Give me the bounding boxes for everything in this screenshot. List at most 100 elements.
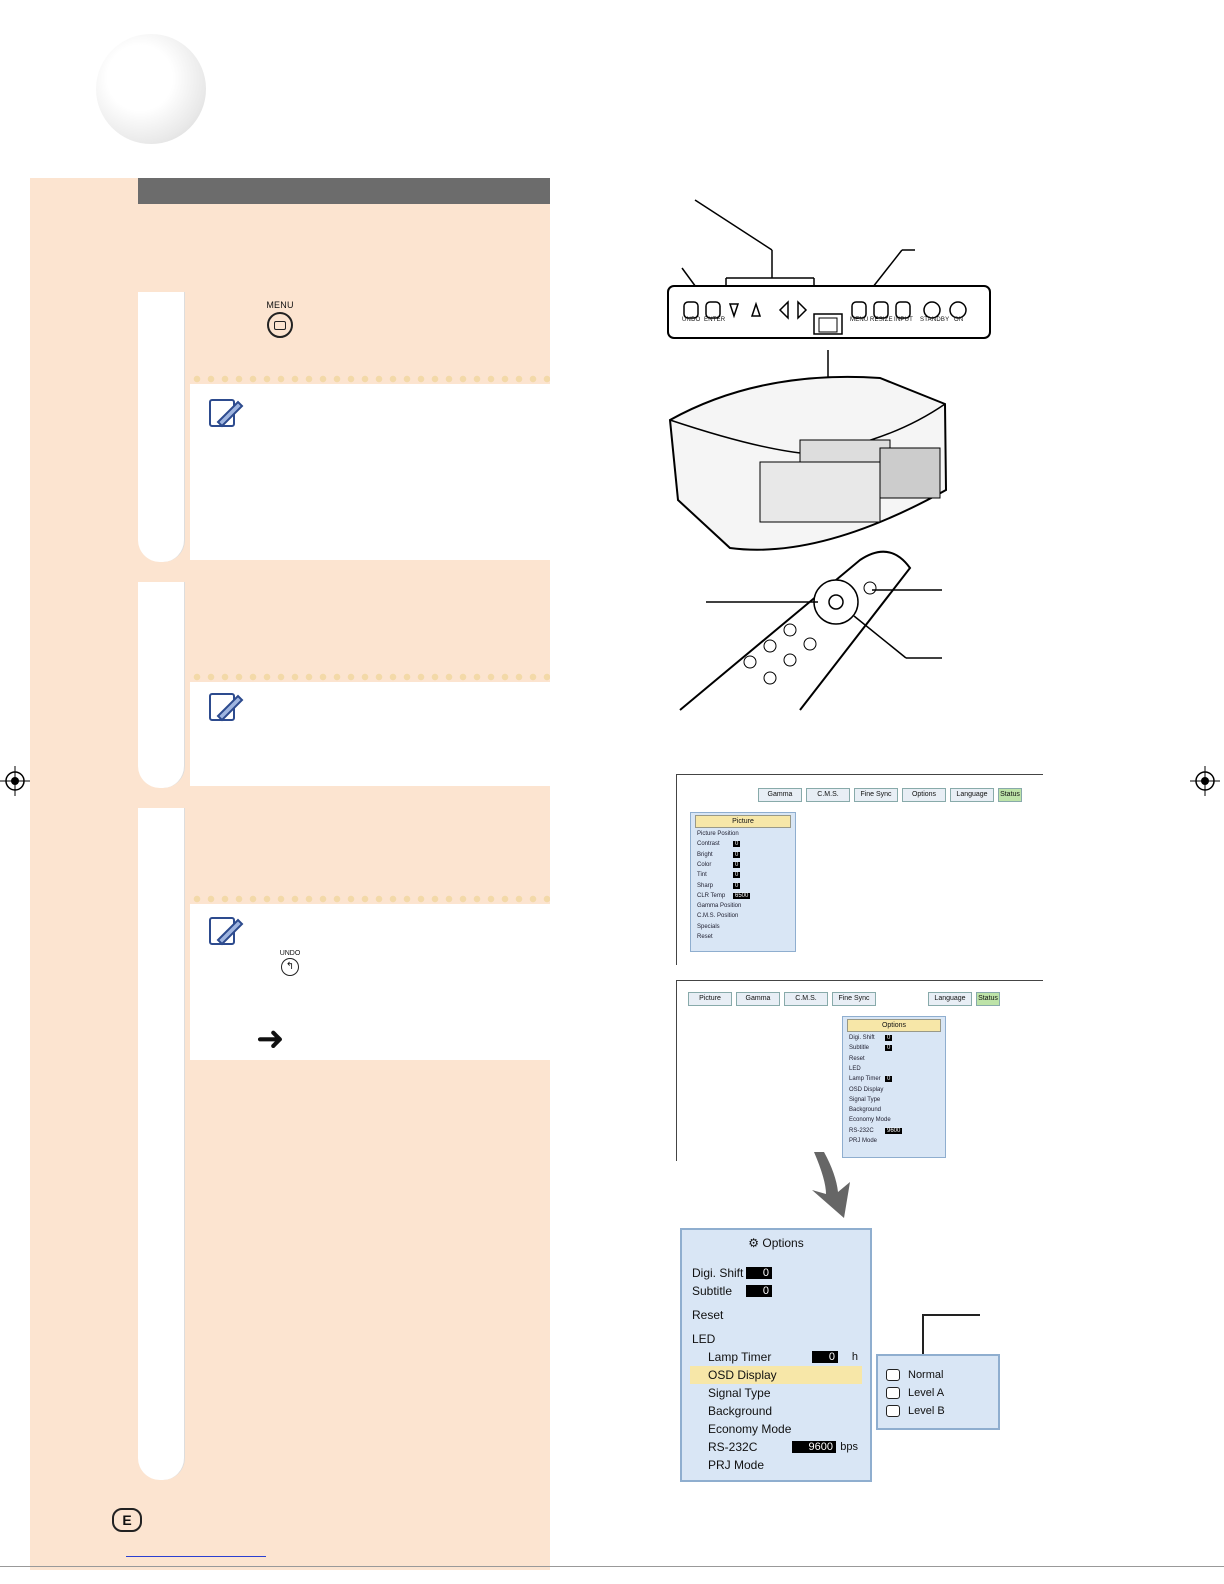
panel-on-label: ON (954, 317, 964, 323)
menu-row[interactable]: Reset (849, 1056, 939, 1065)
options-row-label: PRJ Mode (708, 1458, 765, 1472)
menu-row-value: 0 (885, 1045, 893, 1052)
tab-options[interactable]: Options (902, 788, 946, 802)
tab-status[interactable]: Status (976, 992, 1000, 1006)
menu-row[interactable]: Economy Mode (849, 1117, 939, 1126)
menu-row-value: 0 (733, 841, 741, 848)
menu-button-label: MENU (266, 300, 294, 310)
step-tab-3 (138, 808, 185, 1480)
tab-c-m-s-[interactable]: C.M.S. (806, 788, 850, 802)
menu-row[interactable]: Subtitle 0 (849, 1045, 939, 1054)
menu-row[interactable]: Picture Position (697, 831, 789, 840)
note-divider-3 (190, 894, 550, 904)
submenu-option-level-a[interactable]: Level A (886, 1384, 990, 1402)
menu-row[interactable]: Signal Type (849, 1097, 939, 1106)
menu-row[interactable]: Reset (697, 934, 789, 943)
options-row-unit: bps (840, 1441, 858, 1453)
arrow-right-icon: ➜ (256, 1020, 285, 1058)
options-row-led[interactable]: LED (690, 1330, 862, 1348)
menu-row[interactable]: LED (849, 1066, 939, 1075)
options-row-value: 0 (746, 1267, 772, 1279)
options-row-label: OSD Display (708, 1368, 777, 1382)
menu-row-label: Sharp (697, 882, 714, 889)
options-row-label: Digi. Shift (692, 1266, 744, 1280)
menu-row-label: Digi. Shift (849, 1035, 875, 1041)
panel-standby-label: STANDBY (920, 317, 950, 323)
menu-row-label: Picture Position (697, 831, 739, 837)
options-row-label: Reset (692, 1308, 724, 1322)
options-row-value: 0 (746, 1285, 772, 1297)
menu-row[interactable]: C.M.S. Position (697, 913, 789, 922)
submenu-option-normal[interactable]: Normal (886, 1366, 990, 1384)
tab-fine-sync[interactable]: Fine Sync (854, 788, 898, 802)
note-panel-1 (190, 384, 550, 560)
menu-row-label: C.M.S. Position (697, 913, 739, 920)
menu-row-label: PRJ Mode (849, 1138, 878, 1144)
tab-picture[interactable]: Picture (688, 992, 732, 1006)
tab-language[interactable]: Language (950, 788, 994, 802)
options-menu-title: Options (847, 1019, 941, 1032)
menu-row-label: Subtitle (849, 1045, 870, 1052)
options-row-osd-display[interactable]: OSD Display (690, 1366, 862, 1384)
menu-row-label: CLR Temp (697, 892, 726, 899)
menu-row-label: Lamp Timer (849, 1076, 881, 1083)
options-row-reset[interactable]: Reset (690, 1306, 862, 1324)
note-pencil-icon (209, 917, 244, 946)
tab-status[interactable]: Status (998, 788, 1022, 802)
tab-fine-sync[interactable]: Fine Sync (832, 992, 876, 1006)
menu-row-label: OSD Display (849, 1086, 884, 1093)
note-pencil-icon (209, 399, 244, 428)
menu-row-label: Reset (697, 934, 713, 940)
submenu-option-level-b[interactable]: Level B (886, 1402, 990, 1420)
options-row-economy-mode[interactable]: Economy Mode (690, 1420, 862, 1438)
undo-icon: ↰ (281, 958, 299, 976)
registration-mark-icon (1190, 766, 1220, 796)
options-row-value: 9600 (792, 1441, 836, 1453)
menu-row[interactable]: Specials (697, 924, 789, 933)
tab-language[interactable]: Language (928, 992, 972, 1006)
tab-gamma[interactable]: Gamma (758, 788, 802, 802)
submenu-option-label: Normal (908, 1369, 944, 1381)
options-row-background[interactable]: Background (690, 1402, 862, 1420)
menu-row[interactable]: OSD Display (849, 1087, 939, 1096)
tab-c-m-s-[interactable]: C.M.S. (784, 992, 828, 1006)
projector-illustration (667, 199, 991, 711)
menu-row[interactable]: Background (849, 1107, 939, 1116)
options-row-signal-type[interactable]: Signal Type (690, 1384, 862, 1402)
menu-row-label: Tint (697, 872, 707, 879)
panel-resize-label: RESIZE (870, 317, 893, 323)
page-bottom-rule (0, 1566, 1224, 1567)
note-panel-3 (190, 904, 550, 1060)
options-row-prj-mode[interactable]: PRJ Mode (690, 1456, 862, 1474)
menu-row[interactable]: CLR Temp 6500 (697, 892, 789, 902)
page-header-ornament (96, 34, 206, 144)
menu-row-label: Gamma Position (697, 903, 742, 910)
tab-gamma[interactable]: Gamma (736, 992, 780, 1006)
menu-row-label: Reset (849, 1055, 865, 1062)
display-level-icon (886, 1405, 900, 1417)
panel-enter-label: ENTER (704, 317, 726, 323)
curved-down-arrow-icon (812, 1152, 850, 1218)
menu-row-value: 6500 (733, 892, 751, 899)
menu-row-label: RS-232C (849, 1127, 874, 1134)
options-large-title: ⚙ Options (748, 1236, 804, 1250)
options-row-label: Economy Mode (708, 1422, 792, 1436)
menu-row[interactable]: Gamma Position (697, 903, 789, 912)
menu-row[interactable]: PRJ Mode (849, 1138, 939, 1147)
menu-row-value: 0 (733, 861, 741, 868)
